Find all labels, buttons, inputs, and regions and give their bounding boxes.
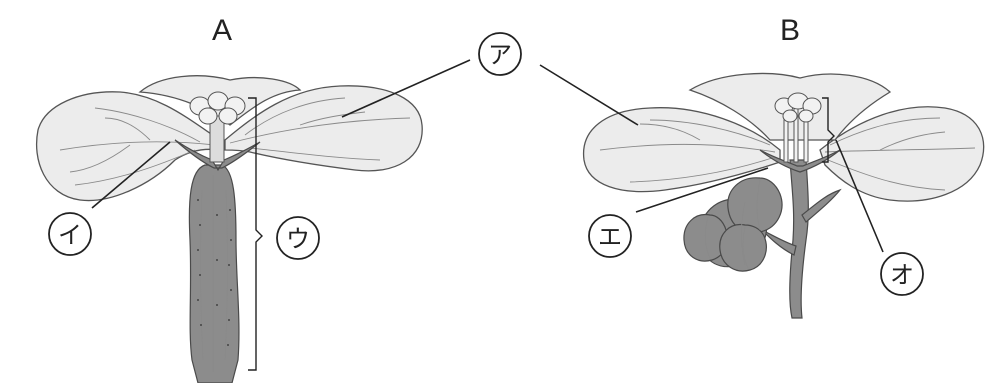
callout-o: オ <box>835 139 924 296</box>
callout-a-text: ア <box>488 41 512 69</box>
callout-a-leader-left <box>341 59 471 118</box>
callout-u-circle <box>276 216 320 260</box>
callout-a: ア <box>341 32 639 126</box>
callout-i-text: イ <box>58 221 82 249</box>
flower-b-buds <box>683 177 783 272</box>
callout-u: ウ <box>276 216 320 260</box>
flower-a <box>35 75 423 383</box>
callout-i: イ <box>48 141 171 256</box>
flower-a-ovary-dots <box>197 199 232 346</box>
callout-o-circle <box>880 252 924 296</box>
flower-a-right-petal <box>224 85 423 172</box>
callout-e-leader <box>635 167 769 213</box>
flower-b-right-petal <box>819 106 985 202</box>
flower-a-ovary <box>188 164 240 383</box>
callout-a-circle <box>478 32 522 76</box>
callout-e-circle <box>588 214 632 258</box>
callout-a-leader-right <box>539 64 639 126</box>
flower-a-stigma <box>189 91 246 125</box>
flower-b-stamens <box>774 92 822 163</box>
callout-e-text: エ <box>598 223 622 251</box>
callout-o-leader <box>835 139 884 253</box>
flower-b-left-petal <box>582 107 781 193</box>
callout-e: エ <box>588 167 769 258</box>
flower-b <box>582 72 985 319</box>
flower-b-bracket <box>822 97 835 163</box>
flower-a-sepal <box>174 139 261 172</box>
callout-i-leader <box>91 141 171 209</box>
callout-i-circle <box>48 212 92 256</box>
flower-a-bracket <box>248 97 263 371</box>
flower-b-stem <box>789 159 809 319</box>
callout-o-text: オ <box>890 261 914 289</box>
flower-b-label: B <box>780 14 800 47</box>
callout-u-text: ウ <box>286 225 310 253</box>
flower-a-label: A <box>212 14 232 47</box>
